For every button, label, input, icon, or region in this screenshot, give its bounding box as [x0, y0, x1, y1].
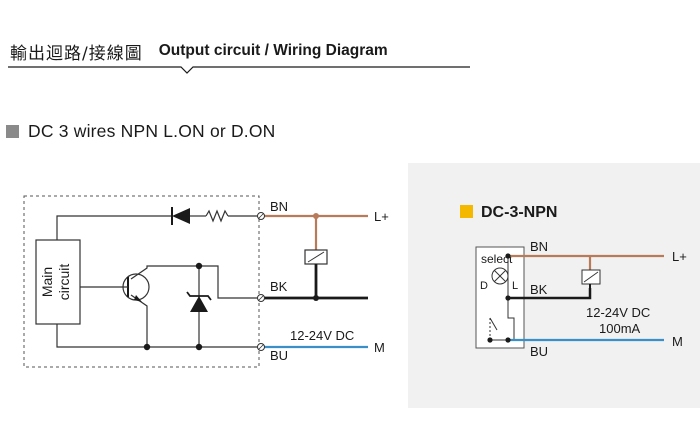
right-bn-code: BN	[530, 239, 548, 254]
right-bk-wire	[508, 288, 592, 300]
d-label: D	[480, 280, 488, 292]
terminal-m: M	[374, 340, 385, 355]
select-label: select	[481, 252, 513, 266]
page-header: 輸出迴路/接線圖 Output circuit / Wiring Diagram	[10, 38, 388, 64]
right-diagram-title: DC-3-NPN	[481, 204, 557, 221]
right-supply-current: 100mA	[599, 321, 641, 336]
right-terminal-l-plus: L+	[672, 249, 687, 264]
l-label: L	[512, 280, 518, 292]
main-circuit-label-2: circuit	[56, 264, 72, 301]
main-circuit-block	[35, 239, 81, 325]
section-bullet-icon	[6, 124, 19, 138]
right-bk-code: BK	[530, 282, 548, 297]
terminal-l-plus: L+	[374, 209, 389, 224]
section-title-text: DC 3 wires NPN L.ON or D.ON	[28, 120, 276, 141]
bk-code: BK	[270, 279, 288, 294]
bu-code: BU	[270, 348, 288, 363]
supply-voltage: 12-24V DC	[290, 328, 354, 343]
right-bu-code: BU	[530, 344, 548, 359]
sensor-housing-outline	[23, 195, 260, 368]
header-title-zh: 輸出迴路/接線圖	[10, 43, 143, 64]
zener-diode-icon	[190, 296, 208, 312]
header-title-en: Output circuit / Wiring Diagram	[158, 42, 388, 59]
main-circuit-label-1: Main	[39, 267, 55, 297]
right-terminal-m: M	[672, 334, 683, 349]
section-title: DC 3 wires NPN L.ON or D.ON	[6, 121, 276, 141]
right-supply-voltage: 12-24V DC	[586, 305, 650, 320]
right-panel-background	[408, 163, 700, 408]
bn-code: BN	[270, 199, 288, 214]
accent-square-icon	[460, 205, 473, 218]
header-underline	[8, 66, 470, 74]
diode-icon	[172, 208, 190, 224]
